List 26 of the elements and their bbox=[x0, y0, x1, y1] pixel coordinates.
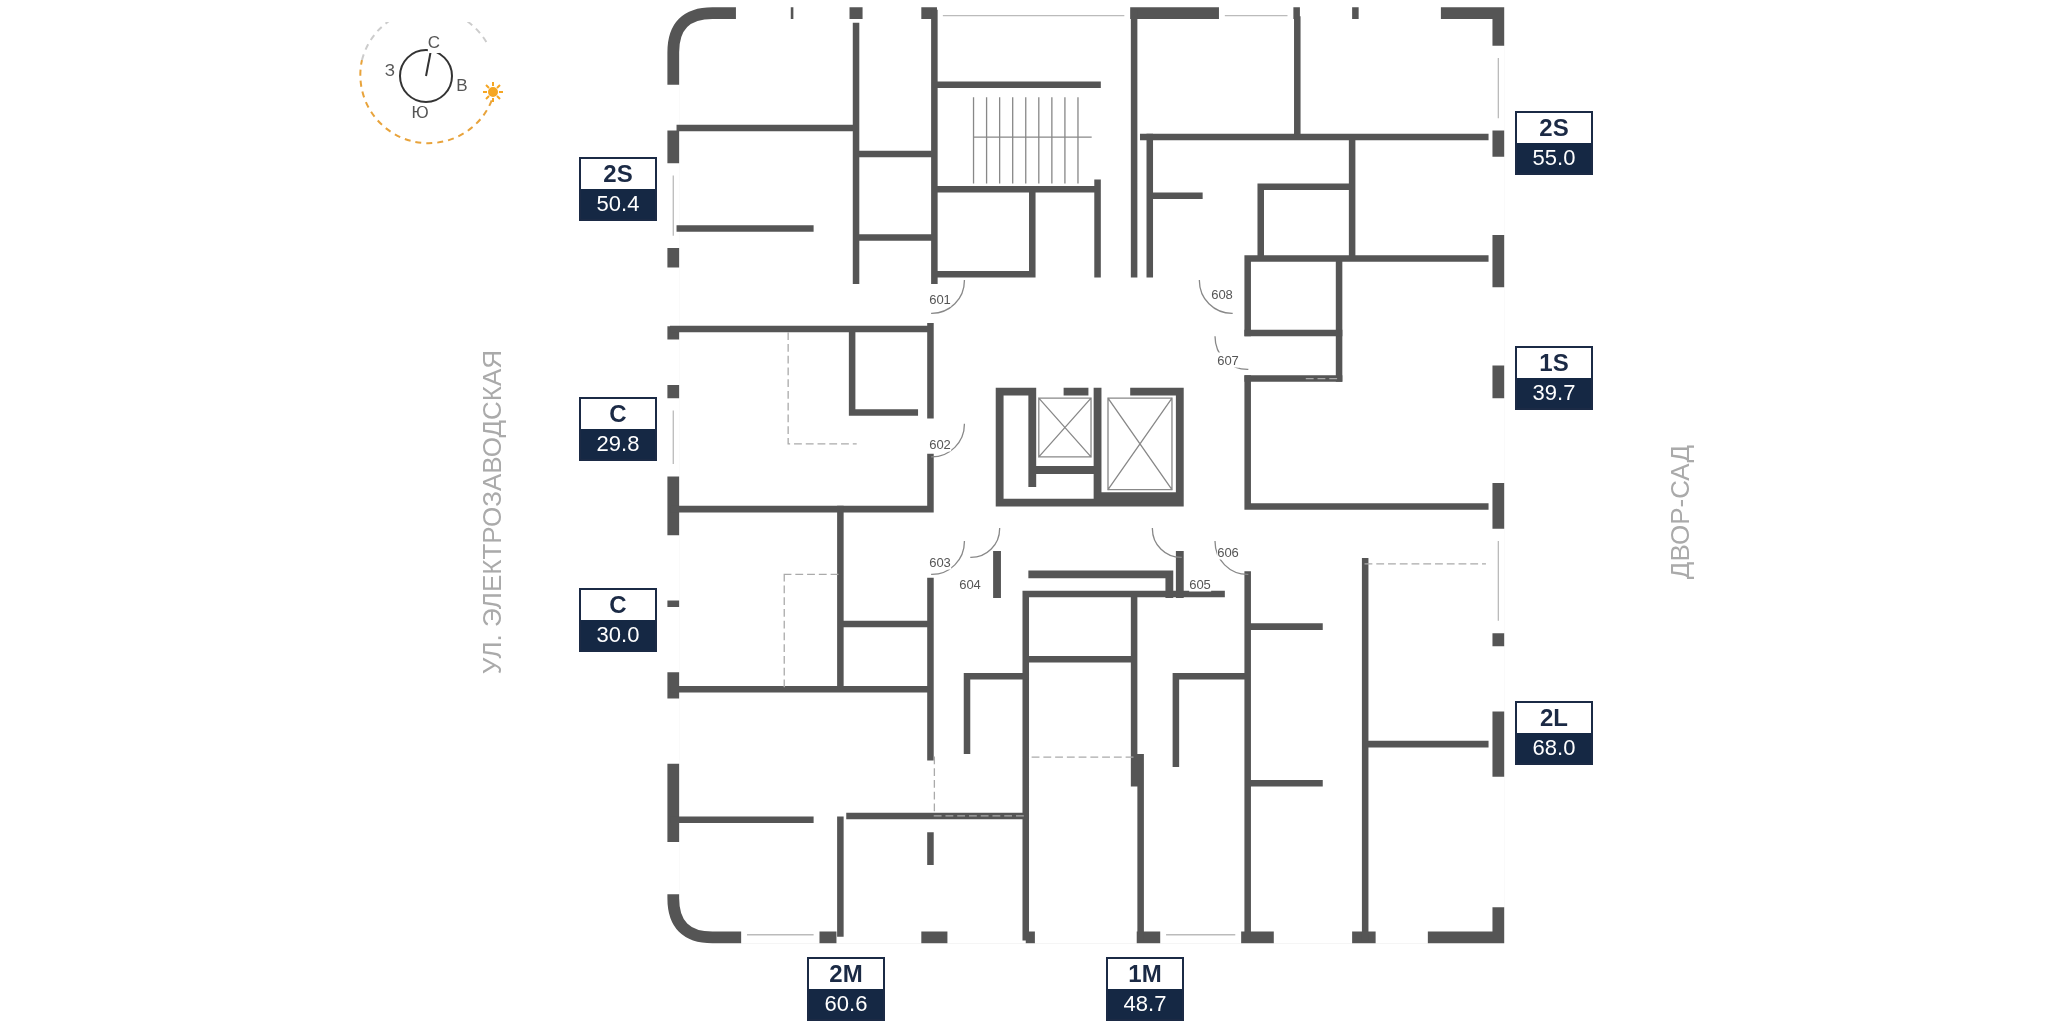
apartment-tag bbox=[579, 157, 657, 221]
compass-letter: С bbox=[427, 33, 441, 53]
apartment-type: 2S bbox=[602, 159, 634, 189]
apartment-type: 2M bbox=[828, 959, 864, 989]
apartment-type: 2L bbox=[1539, 703, 1569, 733]
apartment-area: 39.7 bbox=[1517, 378, 1591, 408]
apartment-area: 60.6 bbox=[809, 989, 883, 1019]
apartment-tag bbox=[1515, 346, 1593, 410]
apartment-tag bbox=[1515, 701, 1593, 765]
apartment-type: C bbox=[608, 590, 628, 620]
apartment-area: 30.0 bbox=[581, 620, 655, 650]
apartment-tag bbox=[579, 588, 657, 652]
apartment-tag bbox=[807, 957, 885, 1021]
apartment-type: C bbox=[608, 399, 628, 429]
apartment-tag bbox=[579, 397, 657, 461]
apartment-area: 48.7 bbox=[1108, 989, 1182, 1019]
apartment-number: 607 bbox=[1217, 352, 1239, 368]
apartment-type: 1S bbox=[1538, 348, 1570, 378]
apartment-area: 55.0 bbox=[1517, 143, 1591, 173]
apartment-type: 1M bbox=[1127, 959, 1163, 989]
apartment-area: 50.4 bbox=[581, 189, 655, 219]
apartment-tag bbox=[1106, 957, 1184, 1021]
apartment-area: 29.8 bbox=[581, 429, 655, 459]
apartment-tag bbox=[1515, 111, 1593, 175]
apartment-type: 2S bbox=[1538, 113, 1570, 143]
apartment-area: 68.0 bbox=[1517, 733, 1591, 763]
